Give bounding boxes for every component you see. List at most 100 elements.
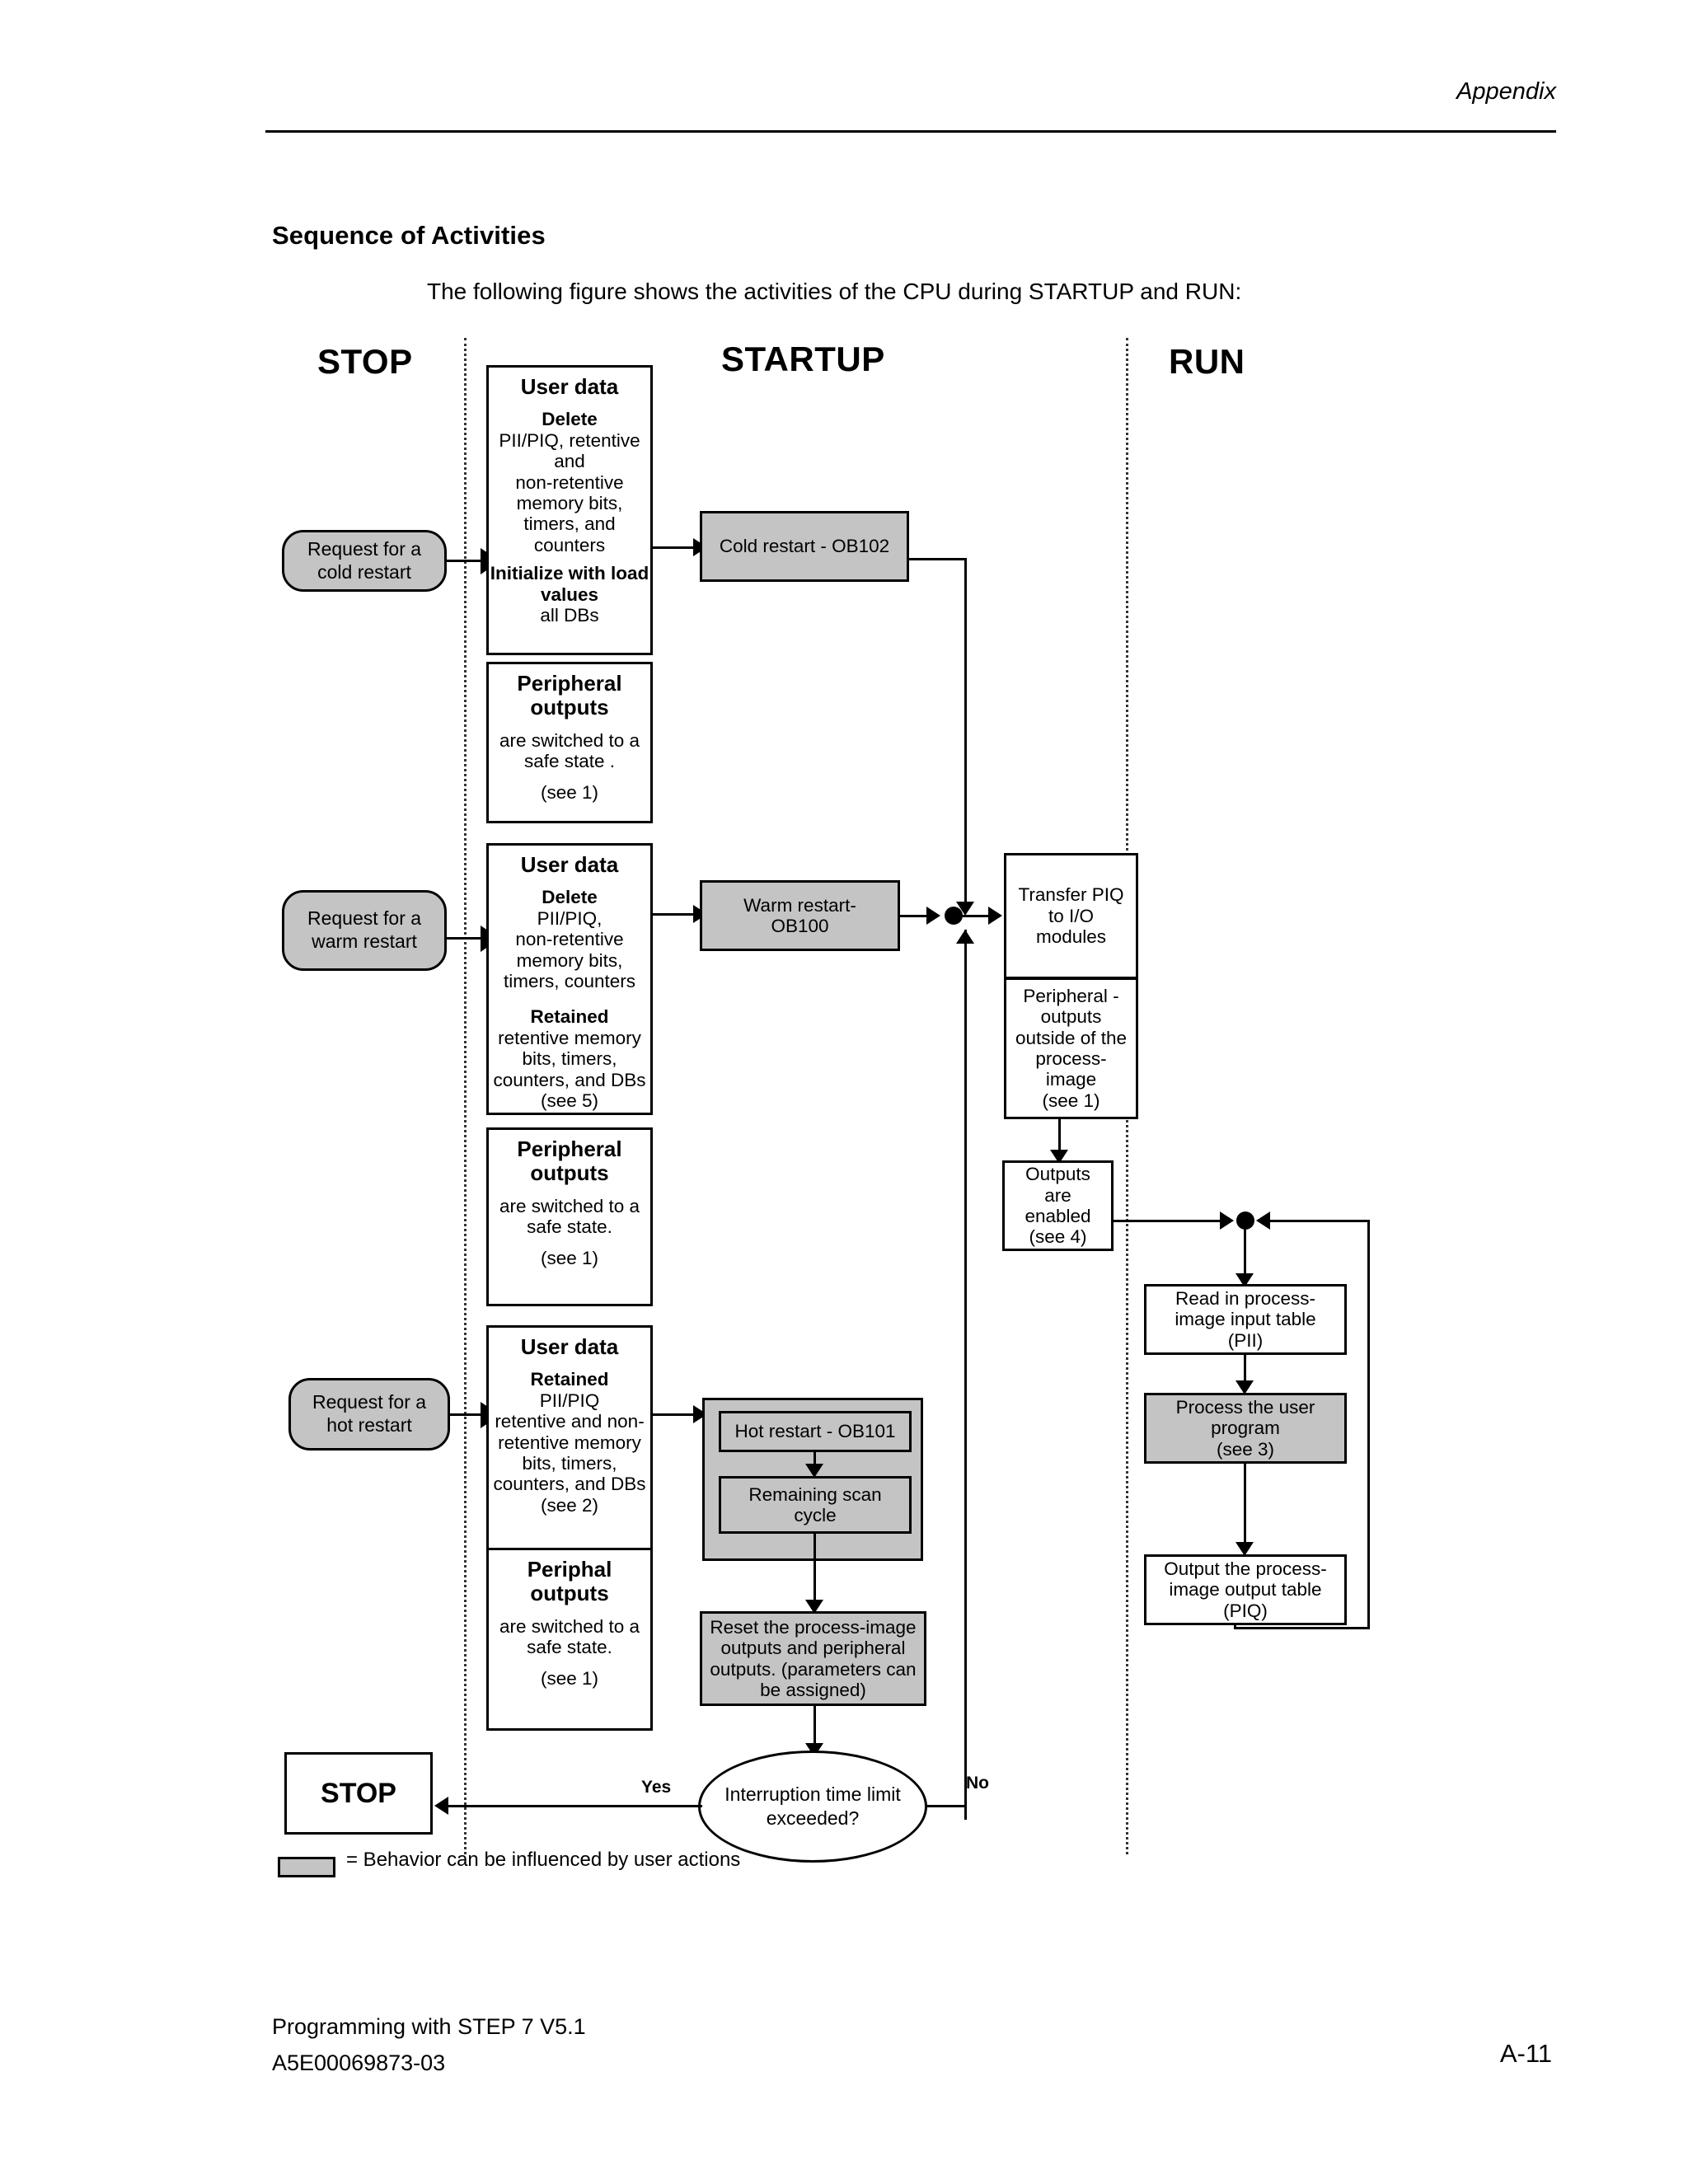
terminator-line1: Request for a (307, 907, 422, 930)
connector-peripheral-to-outputsenabled (1058, 1119, 1061, 1158)
box-title: Peripheral outputs (517, 1137, 622, 1186)
box-title: User data (520, 852, 619, 877)
box-output-piq: Output the process- image output table (… (1144, 1554, 1347, 1625)
arrowhead-transfer-piq (988, 907, 1002, 925)
box-process-user-program: Process the user program (see 3) (1144, 1393, 1347, 1464)
arrowhead-runjunction-left (1220, 1212, 1234, 1230)
connector-warm-request-to-userdata (447, 937, 485, 940)
box-note: (see 1) (540, 781, 599, 803)
connector-no-branch-up (964, 930, 967, 1820)
box-warm-restart-ob100: Warm restart- OB100 (700, 880, 900, 951)
connector-runjunction-down (1244, 1230, 1246, 1282)
connector-run-feedback-right (1367, 1220, 1370, 1629)
box-warm-peripheral-outputs: Peripheral outputs are switched to a saf… (486, 1127, 653, 1306)
box-body-2: all DBs (540, 605, 599, 626)
box-label: Peripheral - outputs outside of the proc… (1015, 985, 1128, 1111)
connector-run-feedback-bottom (1234, 1627, 1370, 1629)
box-subtitle-2: Retained (530, 1006, 609, 1028)
box-body-1: PII/PIQ, non-retentive memory bits, time… (503, 907, 636, 992)
connector-colduserdata-to-coldrestart (653, 546, 698, 549)
box-remaining-scan-cycle: Remaining scan cycle (719, 1476, 912, 1534)
junction-dot-run (1236, 1212, 1254, 1230)
box-subtitle-1: Delete (542, 887, 598, 908)
box-label: Hot restart - OB101 (734, 1421, 896, 1442)
box-peripheral-outputs-outside: Peripheral - outputs outside of the proc… (1004, 977, 1138, 1119)
box-subtitle-1: Delete (542, 409, 598, 430)
arrowhead-read-pii (1236, 1273, 1254, 1287)
connector-remainingscan-to-reset (814, 1534, 816, 1606)
box-cold-restart-ob102: Cold restart - OB102 (700, 511, 909, 582)
box-body-2: retentive memory bits, timers, counters,… (493, 1027, 646, 1112)
lane-divider-stop-startup (464, 338, 467, 1854)
legend-swatch (278, 1857, 335, 1877)
edge-label-yes: Yes (641, 1778, 672, 1797)
arrowhead-output-piq (1236, 1542, 1254, 1556)
arrowhead-stop-state (434, 1797, 448, 1815)
box-body: are switched to a safe state. (499, 1615, 640, 1658)
box-warm-user-data: User data Delete PII/PIQ, non-retentive … (486, 843, 653, 1115)
connector-junction-to-transferpiq (963, 915, 994, 917)
terminator-line2: cold restart (317, 560, 411, 583)
intro-paragraph: The following figure shows the activitie… (427, 279, 1242, 304)
terminator-request-hot-restart: Request for a hot restart (288, 1378, 450, 1451)
box-label: Cold restart - OB102 (719, 536, 890, 557)
box-cold-user-data: User data Delete PII/PIQ, retentive and … (486, 365, 653, 655)
column-header-stop: STOP (317, 342, 413, 381)
header-rule (265, 130, 1556, 133)
connector-hotrestart-to-remainingscan (814, 1452, 816, 1470)
box-stop-state: STOP (284, 1752, 433, 1835)
footer-document-number: A5E00069873-03 (272, 2050, 446, 2075)
connector-decision-no-right (926, 1805, 965, 1807)
terminator-line1: Request for a (307, 537, 422, 560)
column-header-run: RUN (1169, 342, 1245, 381)
column-header-startup: STARTUP (721, 340, 885, 378)
page-title: Sequence of Activities (272, 221, 546, 250)
arrowhead-warmrestart-junction (926, 907, 940, 925)
junction-dot-startup (945, 907, 963, 925)
box-body: are switched to a safe state . (499, 729, 640, 772)
box-cold-peripheral-outputs: Peripheral outputs are switched to a saf… (486, 662, 653, 823)
legend-text: = Behavior can be influenced by user act… (346, 1849, 741, 1871)
page-header-chapter: Appendix (1456, 78, 1556, 105)
arrowhead-reset-outputs (805, 1600, 823, 1614)
stop-state-label: STOP (321, 1777, 396, 1809)
box-hot-restart-ob101: Hot restart - OB101 (719, 1411, 912, 1452)
connector-process-to-piq (1244, 1464, 1246, 1550)
arrowhead-process-program (1236, 1380, 1254, 1394)
connector-hot-request-to-userdata (450, 1413, 485, 1416)
box-title: Peripheral outputs (517, 671, 622, 720)
connector-decision-yes-to-stop (447, 1805, 702, 1807)
connector-runjunction-to-feedback (1269, 1220, 1370, 1222)
box-hot-user-data: User data Retained PII/PIQ retentive and… (486, 1325, 653, 1552)
box-label: Remaining scan cycle (748, 1483, 882, 1526)
box-label: Transfer PIQ to I/O modules (1018, 884, 1124, 948)
terminator-line1: Request for a (312, 1391, 427, 1413)
connector-warmuserdata-to-warmrestart (653, 913, 698, 916)
footer-page-number: A-11 (1499, 2039, 1552, 2068)
box-label: Reset the process-image outputs and peri… (710, 1616, 917, 1700)
terminator-request-warm-restart: Request for a warm restart (282, 890, 447, 971)
decision-label: Interruption time limit exceeded? (724, 1783, 901, 1829)
connector-warmrestart-to-junction (900, 915, 931, 917)
box-label: Output the process- image output table (… (1164, 1558, 1327, 1621)
connector-coldrestart-right (909, 558, 967, 560)
box-label: Outputs are enabled (see 4) (1025, 1164, 1091, 1248)
edge-label-no: No (966, 1774, 989, 1793)
box-note: (see 1) (540, 1247, 599, 1268)
box-transfer-piq: Transfer PIQ to I/O modules (1004, 853, 1138, 979)
terminator-line2: hot restart (326, 1414, 412, 1436)
decision-interruption-time-limit: Interruption time limit exceeded? (698, 1750, 927, 1863)
box-subtitle-1: Retained (530, 1369, 609, 1390)
box-label: Warm restart- OB100 (743, 894, 856, 936)
connector-coldrestart-down (964, 558, 967, 907)
box-note: (see 1) (540, 1667, 599, 1689)
terminator-line2: warm restart (312, 930, 417, 952)
terminator-request-cold-restart: Request for a cold restart (282, 530, 447, 592)
box-body-1: PII/PIQ retentive and non- retentive mem… (493, 1390, 646, 1516)
connector-outputsenabled-to-runjunction (1114, 1220, 1231, 1222)
footer-document-title: Programming with STEP 7 V5.1 (272, 2014, 586, 2039)
connector-cold-request-to-userdata (447, 560, 485, 562)
box-body: are switched to a safe state. (499, 1195, 640, 1238)
connector-reset-to-decision (814, 1706, 816, 1749)
arrowhead-remaining-scan (805, 1464, 823, 1478)
